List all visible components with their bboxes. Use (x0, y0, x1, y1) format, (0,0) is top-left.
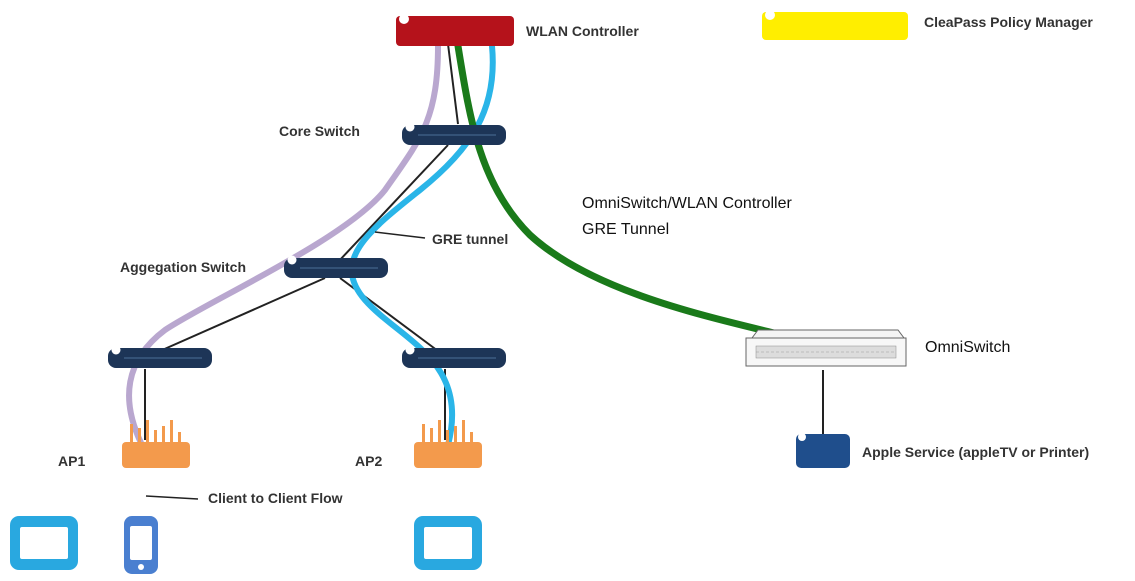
link-core-aggregation (337, 144, 449, 263)
access-point-2-icon[interactable] (414, 420, 482, 468)
apple-service-label: Apple Service (appleTV or Printer) (862, 444, 1089, 460)
core-switch-icon[interactable] (402, 122, 506, 146)
omniswitch-gre-tunnel-path (454, 42, 778, 337)
client-flow-callout-line (145, 495, 199, 500)
gre-tunnel-label: GRE tunnel (432, 231, 508, 247)
link-controller-core (447, 43, 459, 125)
omniswitch-label: OmniSwitch (925, 339, 1010, 356)
ap1-label: AP1 (58, 453, 85, 469)
omniswitch-tunnel-label-line2: GRE Tunnel (582, 221, 669, 238)
core-switch-label: Core Switch (279, 123, 360, 139)
policy-manager-icon[interactable] (762, 10, 908, 40)
wlan-controller-icon[interactable] (396, 14, 514, 46)
phone-icon[interactable] (124, 516, 158, 574)
gre-tunnel-callout-line (374, 231, 426, 239)
aggregation-switch-icon[interactable] (284, 255, 388, 279)
ap2-label: AP2 (355, 453, 382, 469)
tablet-2-icon[interactable] (414, 516, 482, 570)
omniswitch-tunnel-label-line1: OmniSwitch/WLAN Controller (582, 195, 793, 212)
policy-manager-label: CleaPass Policy Manager (924, 14, 1093, 30)
link-aggregation-switch1 (159, 277, 326, 352)
omniswitch-icon[interactable] (745, 329, 907, 367)
access-switch-2-icon[interactable] (402, 345, 506, 369)
wlan-controller-label: WLAN Controller (526, 23, 639, 39)
tablet-1-icon[interactable] (10, 516, 78, 570)
client-tunnel-path (126, 43, 441, 448)
access-switch-1-icon[interactable] (108, 345, 212, 369)
client-flow-label: Client to Client Flow (208, 490, 343, 506)
apple-service-icon[interactable] (796, 433, 850, 468)
access-point-1-icon[interactable] (122, 420, 190, 468)
aggregation-switch-label: Aggegation Switch (120, 259, 246, 275)
